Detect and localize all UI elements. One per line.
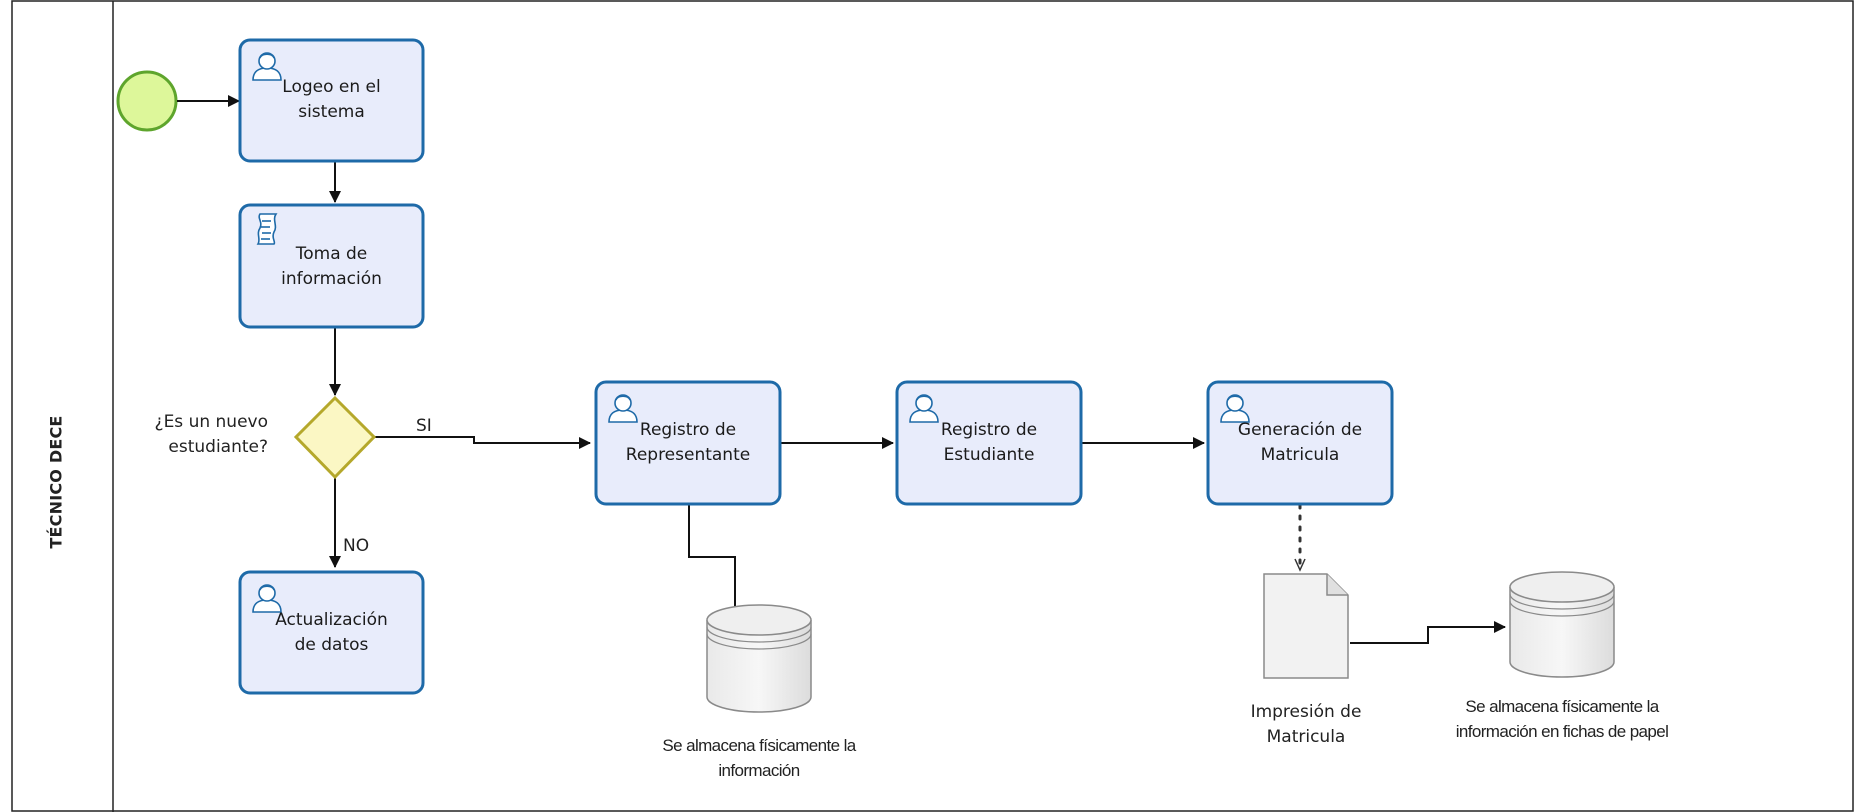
user-icon <box>252 584 282 613</box>
gateway-label-line2: estudiante? <box>168 437 268 457</box>
data-store-1-label: Se almacena físicamente la información <box>624 733 894 783</box>
user-icon <box>252 52 282 81</box>
task-registro-estudiante-line1: Registro de <box>940 420 1038 440</box>
start-event[interactable] <box>116 70 178 132</box>
task-logeo-line2: sistema <box>298 102 365 122</box>
flow-gateway-si <box>374 436 591 449</box>
task-registro-representante-line1: Registro de <box>639 420 737 440</box>
exclusive-gateway[interactable] <box>293 395 377 480</box>
task-registro-representante-line2: Representante <box>625 445 751 465</box>
task-generacion-matricula[interactable] <box>1206 380 1394 506</box>
flow-yes-label: SI <box>416 416 432 436</box>
data-store-1-line1: Se almacena físicamente la <box>662 736 856 755</box>
user-icon <box>1220 394 1250 423</box>
user-icon <box>608 394 638 423</box>
task-generacion-matricula-line2: Matricula <box>1260 445 1340 465</box>
script-icon <box>256 213 278 245</box>
task-registro-estudiante-line2: Estudiante <box>943 445 1035 465</box>
data-store-2-line2: información en fichas de papel <box>1455 722 1669 741</box>
task-toma[interactable] <box>238 203 425 329</box>
task-toma-line2: información <box>281 269 382 289</box>
document-line2: Matricula <box>1266 727 1346 747</box>
task-registro-estudiante[interactable] <box>895 380 1083 506</box>
task-actualizacion-line1: Actualización <box>275 610 388 630</box>
document-line1: Impresión de <box>1250 702 1362 722</box>
task-actualizacion[interactable] <box>238 570 425 695</box>
task-logeo-line1: Logeo en el <box>282 77 381 97</box>
task-registro-representante-label: Registro de Representante <box>596 415 780 471</box>
flow-no-label: NO <box>343 536 370 556</box>
user-icon <box>909 394 939 423</box>
task-generacion-matricula-line1: Generación de <box>1237 420 1363 440</box>
task-registro-representante[interactable] <box>594 380 782 506</box>
data-store-2-line1: Se almacena físicamente la <box>1465 697 1659 716</box>
data-store-2-label: Se almacena físicamente la información e… <box>1407 694 1717 744</box>
gateway-label-line1: ¿Es un nuevo <box>154 412 268 432</box>
gateway-label: ¿Es un nuevo estudiante? <box>118 410 268 460</box>
data-store-2 <box>1509 571 1615 678</box>
task-actualizacion-label: Actualización de datos <box>240 605 423 661</box>
task-registro-estudiante-label: Registro de Estudiante <box>897 415 1081 471</box>
task-toma-label: Toma de información <box>240 239 423 295</box>
task-toma-line1: Toma de <box>295 244 368 264</box>
flow-doc-store2 <box>1350 621 1506 644</box>
task-logeo-label: Logeo en el sistema <box>240 72 423 128</box>
task-logeo[interactable] <box>238 38 425 163</box>
data-store-1 <box>706 604 812 713</box>
flow-rep-store1 <box>688 505 741 629</box>
task-generacion-matricula-label: Generación de Matricula <box>1208 415 1392 471</box>
data-object-document <box>1263 573 1349 679</box>
document-label: Impresión de Matricula <box>1211 700 1401 750</box>
task-actualizacion-line2: de datos <box>294 635 369 655</box>
data-store-1-line2: información <box>718 761 800 780</box>
lane-title: TÉCNICO DECE <box>46 415 66 549</box>
